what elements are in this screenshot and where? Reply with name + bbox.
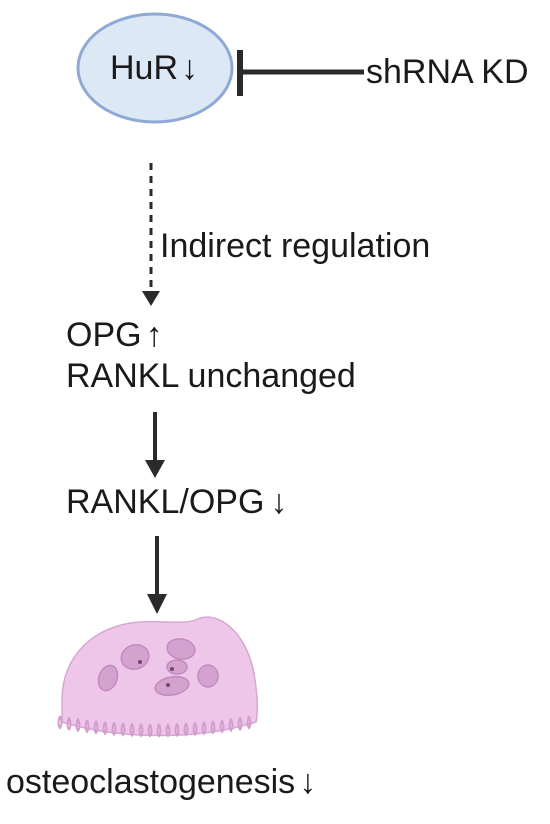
inhibition-bar-icon (237, 50, 364, 96)
rankl-label: RANKL unchanged (66, 357, 356, 395)
indirect-arrow (142, 163, 160, 306)
ratio-text: RANKL/OPG (66, 483, 265, 521)
arrow-to-ratio (145, 412, 165, 478)
osteoclast-cell-icon (57, 616, 259, 738)
arrow-to-osteoclast (147, 536, 167, 614)
opg-text: OPG (66, 316, 142, 354)
ratio-label: RANKL/OPG↓ (66, 482, 287, 522)
down-arrow-icon: ↓ (181, 49, 199, 87)
hur-label: HuR↓ (110, 48, 198, 88)
down-arrow-icon: ↓ (299, 763, 317, 801)
up-arrow-icon: ↑ (145, 316, 163, 354)
shrna-kd-label: shRNA KD (366, 53, 529, 91)
outcome-text: osteoclastogenesis (6, 763, 296, 801)
regulation-label: Indirect regulation (160, 227, 431, 265)
outcome-label: osteoclastogenesis↓ (6, 762, 316, 802)
opg-label: OPG↑ (66, 315, 163, 355)
hur-text: HuR (110, 49, 179, 87)
hur-node-ellipse (76, 12, 234, 124)
down-arrow-icon: ↓ (270, 483, 288, 521)
